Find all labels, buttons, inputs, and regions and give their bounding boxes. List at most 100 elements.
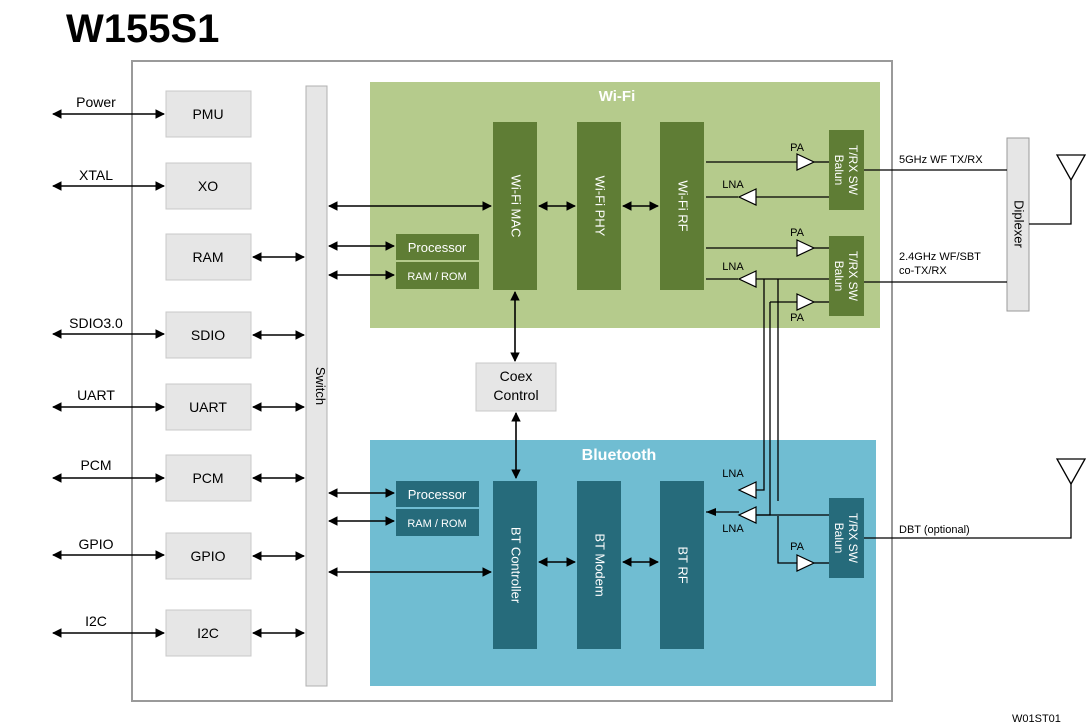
pmu-block bbox=[165, 90, 252, 138]
bt-controller-label: BT Controller bbox=[509, 527, 524, 604]
bt-modem-block bbox=[577, 481, 621, 649]
wifi-balun-24g-line1: T/RX SW bbox=[846, 251, 860, 302]
switch-arrows bbox=[252, 201, 492, 638]
bt-lna-lower-icon bbox=[737, 506, 757, 524]
dbt-label: DBT (optional) bbox=[899, 524, 970, 536]
bt-ramrom-block bbox=[396, 509, 479, 536]
ram-label: RAM bbox=[192, 249, 223, 265]
wifi-rf-label: Wi-Fi RF bbox=[676, 180, 691, 231]
periph-blocks: PMU XO RAM SDIO UART PCM GPIO I2C bbox=[165, 90, 252, 657]
wifi-rf-lines bbox=[706, 161, 829, 303]
xo-block bbox=[165, 162, 252, 210]
wifi-region bbox=[370, 82, 880, 328]
wifi-balun-24g-block bbox=[829, 236, 864, 316]
wifi-ramrom-label: RAM / ROM bbox=[407, 271, 466, 283]
wifi-balun-5g-line2: Balun bbox=[832, 155, 846, 186]
wifi-amp-labels: PA LNA PA LNA PA bbox=[722, 142, 804, 324]
bt-controller-block bbox=[493, 481, 537, 649]
pcm-block bbox=[165, 454, 252, 502]
bt-blocks: Processor RAM / ROM BT Controller BT Mod… bbox=[396, 481, 864, 649]
bt-lna-lower-label: LNA bbox=[722, 523, 744, 535]
antennas bbox=[1055, 154, 1087, 486]
i2c-label: I2C bbox=[197, 625, 219, 641]
uart-interface-label: UART bbox=[77, 387, 115, 403]
diagram-title: W155S1 bbox=[66, 7, 219, 51]
external-arrows bbox=[52, 109, 165, 638]
bt-balun-block bbox=[829, 498, 864, 578]
wifi-pa-24g-icon bbox=[796, 239, 816, 257]
gpio-interface-label: GPIO bbox=[78, 536, 113, 552]
wifi-pa-shared-label: PA bbox=[790, 312, 805, 324]
xo-label: XO bbox=[198, 178, 218, 194]
bt-processor-block bbox=[396, 481, 479, 507]
i2c-block bbox=[165, 609, 252, 657]
uart-label: UART bbox=[189, 399, 227, 415]
bt-balun-line2: Balun bbox=[832, 523, 846, 554]
bt-pa-label: PA bbox=[790, 541, 805, 553]
i2c-interface-label: I2C bbox=[85, 613, 107, 629]
bt-amplifiers bbox=[737, 481, 816, 572]
sdio-block bbox=[165, 311, 252, 359]
wifi-phy-block bbox=[577, 122, 621, 290]
uart-block bbox=[165, 383, 252, 431]
switch-label: Switch bbox=[313, 367, 328, 405]
wifi-pa-5g-icon bbox=[796, 153, 816, 171]
wifi-phy-label: Wi-Fi PHY bbox=[593, 176, 608, 237]
bt-rf-input-arrow bbox=[706, 508, 716, 516]
bt-ramrom-label: RAM / ROM bbox=[407, 518, 466, 530]
bt-balun-line1: T/RX SW bbox=[846, 513, 860, 564]
footer-code: W01ST01 bbox=[1012, 713, 1061, 725]
gpio-block bbox=[165, 532, 252, 580]
coex-label-line1: Coex bbox=[500, 368, 533, 384]
bt-pa-icon bbox=[796, 554, 816, 572]
wifi-lna-5g-label: LNA bbox=[722, 179, 744, 191]
wifi-title: Wi-Fi bbox=[599, 88, 636, 105]
bt-rf-lines bbox=[706, 279, 829, 564]
coex-control-block bbox=[475, 362, 557, 412]
signal-labels: 5GHz WF TX/RX 2.4GHz WF/SBT co-TX/RX DBT… bbox=[899, 154, 983, 536]
interface-labels: Power XTAL SDIO3.0 UART PCM GPIO I2C bbox=[69, 94, 123, 629]
bt-rf-block bbox=[660, 481, 704, 649]
wifi-lna-24g-label: LNA bbox=[722, 261, 744, 273]
sdio-label: SDIO bbox=[191, 327, 225, 343]
wifi-balun-5g-line1: T/RX SW bbox=[846, 145, 860, 196]
pcm-label: PCM bbox=[192, 470, 223, 486]
wifi-rf-block bbox=[660, 122, 704, 290]
bt-rf-label: BT RF bbox=[676, 546, 691, 583]
wifi-ramrom-block bbox=[396, 262, 479, 289]
antenna-lines bbox=[864, 169, 1072, 539]
wifi-pa-24g-label: PA bbox=[790, 227, 805, 239]
wifi-lna-24g-icon bbox=[737, 270, 757, 288]
coex-label-line2: Control bbox=[493, 387, 538, 403]
wifi-amplifiers bbox=[737, 153, 816, 311]
bt-lna-upper-label: LNA bbox=[722, 468, 744, 480]
bt-processor-label: Processor bbox=[408, 487, 467, 502]
wifi-processor-block bbox=[396, 234, 479, 260]
wifi-mac-label: Wi-Fi MAC bbox=[509, 175, 524, 238]
wifi-internal-arrows bbox=[510, 201, 659, 362]
wifi-processor-label: Processor bbox=[408, 240, 467, 255]
wifi-balun-5g-block bbox=[829, 130, 864, 210]
wifi-balun-24g-line2: Balun bbox=[832, 261, 846, 292]
wf24-label-line1: 2.4GHz WF/SBT bbox=[899, 251, 981, 263]
bt-lna-upper-icon bbox=[737, 481, 757, 499]
bt-modem-label: BT Modem bbox=[593, 533, 608, 596]
sdio-interface-label: SDIO3.0 bbox=[69, 315, 123, 331]
wifi-mac-block bbox=[493, 122, 537, 290]
wifi-lna-5g-icon bbox=[737, 188, 757, 206]
gpio-label: GPIO bbox=[190, 548, 225, 564]
bluetooth-title: Bluetooth bbox=[582, 447, 657, 464]
bt-amp-labels: LNA LNA PA bbox=[722, 468, 804, 553]
wifi-blocks: Processor RAM / ROM Wi-Fi MAC Wi-Fi PHY … bbox=[396, 122, 864, 316]
power-label: Power bbox=[76, 94, 116, 110]
antenna-icon-bt bbox=[1055, 458, 1087, 486]
chip-outline bbox=[131, 60, 893, 702]
pcm-interface-label: PCM bbox=[80, 457, 111, 473]
diplexer-label: Diplexer bbox=[1012, 200, 1027, 248]
switch-bar bbox=[305, 85, 328, 687]
pmu-label: PMU bbox=[192, 106, 223, 122]
wf5-label: 5GHz WF TX/RX bbox=[899, 154, 983, 166]
ram-block bbox=[165, 233, 252, 281]
wifi-pa-5g-label: PA bbox=[790, 142, 805, 154]
